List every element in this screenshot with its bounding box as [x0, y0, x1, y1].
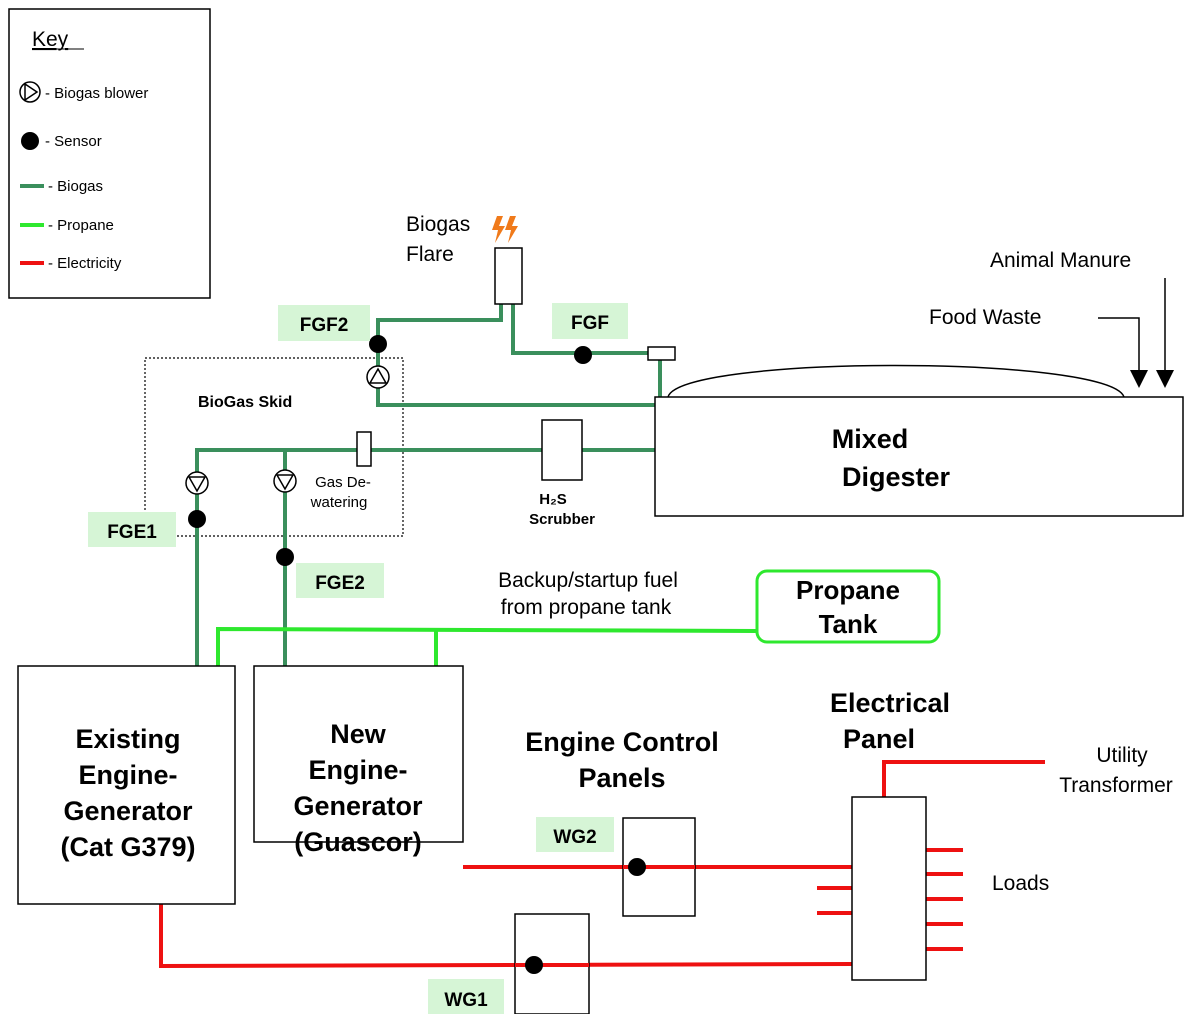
digester-dome — [667, 364, 1125, 398]
flare-label-line2: Flare — [406, 243, 454, 266]
propane-tank — [755, 569, 941, 644]
backup-fuel-label-line2: from propane tank — [501, 596, 672, 619]
sensor-tag-fge2-label: FGE2 — [315, 573, 365, 594]
gas-dewatering-label-line1: Gas De- — [315, 474, 371, 491]
new-engine-generator — [253, 665, 464, 843]
biogas-blower-icon — [19, 81, 41, 103]
sensor-wg2-dot-top — [628, 858, 646, 876]
flare-label-line1: Biogas — [406, 213, 470, 236]
electric-lines — [159, 760, 1045, 969]
biogas-pipe-flare-fgf — [511, 303, 648, 355]
key-title: Key — [32, 28, 69, 51]
digester-label-line1: Mixed — [832, 424, 909, 454]
key-item-biogas-label: - Biogas — [48, 178, 103, 195]
key-box — [8, 8, 211, 299]
sensor-tag-wg1: WG1 — [428, 979, 504, 1014]
key-legend: Key - Biogas blower - Sensor - Biogas - … — [8, 8, 211, 299]
biogas-blower-icon — [185, 471, 209, 495]
electrical-panel-label-line2: Panel — [843, 724, 915, 754]
sensor-tag-wg2: WG2 — [536, 817, 614, 852]
electrical-panel — [851, 796, 927, 981]
loads-label: Loads — [992, 872, 1049, 895]
h2s-scrubber — [541, 419, 583, 481]
electric-line-existing-gen — [159, 904, 853, 969]
propane-pipe-main — [216, 626, 758, 666]
digester-label-line2: Digester — [842, 462, 951, 492]
existing-gen-label-line2: Engine- — [79, 760, 178, 790]
gas-dewatering-unit — [356, 431, 372, 467]
sensor-tag-fge2: FGE2 — [296, 563, 384, 598]
sensor-tag-fgf: FGF — [552, 303, 628, 339]
sensor-fgf-dot — [574, 346, 592, 364]
sensor-tag-wg1-label: WG1 — [444, 990, 488, 1011]
new-gen-label-line1: New — [330, 719, 387, 749]
utility-label-line2: Transformer — [1059, 774, 1173, 797]
new-gen-label-line3: Generator — [293, 791, 423, 821]
existing-gen-label-line3: Generator — [63, 796, 193, 826]
animal-manure-arrow — [1156, 278, 1174, 388]
sensor-tag-fgf-label: FGF — [571, 313, 609, 334]
existing-gen-label-line1: Existing — [75, 724, 180, 754]
sensor-wg1-dot-top — [525, 956, 543, 974]
mixed-digester — [654, 396, 1184, 517]
biogas-blower-icon — [366, 365, 390, 389]
control-panels-label-line1: Engine Control — [525, 727, 718, 757]
biogas-flare-stack — [494, 247, 523, 305]
sensor-icon — [21, 132, 39, 150]
propane-tank-label-line2: Tank — [819, 609, 878, 639]
sensor-tag-fge1: FGE1 — [88, 512, 176, 547]
biogas-blower-icon — [273, 469, 297, 493]
sensor-fge2-dot — [276, 548, 294, 566]
sensor-fge1-dot — [188, 510, 206, 528]
sensor-fgf2-dot — [369, 335, 387, 353]
food-waste-label: Food Waste — [929, 306, 1041, 329]
new-gen-label-line2: Engine- — [309, 755, 408, 785]
utility-label-line1: Utility — [1096, 744, 1148, 767]
backup-fuel-label-line1: Backup/startup fuel — [498, 569, 678, 592]
scrubber-label-line1: H₂S — [539, 491, 567, 508]
food-waste-arrow — [1098, 317, 1148, 388]
new-gen-label-line4: (Guascor) — [294, 827, 422, 857]
sensor-tag-fgf2-label: FGF2 — [300, 315, 349, 336]
biogas-skid-label: BioGas Skid — [198, 394, 292, 411]
key-item-sensor-label: - Sensor — [45, 133, 102, 150]
gas-dewatering-label-line2: watering — [310, 494, 368, 511]
propane-tank-label-line1: Propane — [796, 575, 900, 605]
flame-icon — [492, 216, 518, 243]
existing-gen-label-line4: (Cat G379) — [60, 832, 195, 862]
propane-pipes — [216, 626, 758, 666]
key-item-propane-label: - Propane — [48, 217, 114, 234]
electric-line-utility — [882, 760, 1045, 797]
sensor-tag-fgf2: FGF2 — [278, 305, 370, 341]
digester-gas-valve — [647, 346, 676, 361]
sensor-tag-fge1-label: FGE1 — [107, 522, 157, 543]
electrical-panel-label-line1: Electrical — [830, 688, 950, 718]
key-item-electricity-label: - Electricity — [48, 255, 122, 272]
animal-manure-label: Animal Manure — [990, 249, 1131, 272]
key-item-blower-label: - Biogas blower — [45, 85, 148, 102]
biogas-pipe-flare-to-digester — [376, 303, 655, 407]
biogas-pipe-main — [195, 448, 655, 666]
sensor-tag-wg2-label: WG2 — [553, 827, 596, 848]
scrubber-label-line2: Scrubber — [529, 511, 595, 528]
existing-engine-generator — [17, 665, 236, 905]
control-panels-label-line2: Panels — [578, 763, 665, 793]
biogas-skid-boundary — [144, 357, 404, 537]
